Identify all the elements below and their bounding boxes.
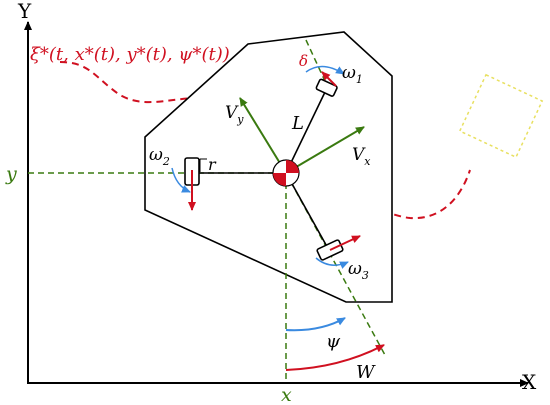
vy-label: Vy [225,103,244,126]
wheel3-speed-label: ω3 [348,259,369,282]
vx-arrow [285,126,365,174]
vy-arrow [239,97,287,174]
wheel2-speed-arc [171,167,191,193]
wheel1-speed-arc [305,65,345,75]
arm-wheel1 [285,89,327,174]
wheel-1 [315,78,338,97]
center-of-mass-icon [272,159,300,187]
w-angle-arc [285,344,385,371]
wheel3-speed-arc [315,257,349,269]
vx-label: Vx [352,145,371,168]
wheel1-speed-label: ω1 [342,63,363,86]
wheel3-drive-arrow [329,235,361,251]
heading-angle-arc [285,317,346,332]
ghost-robot-pose [458,73,544,159]
y-tick-label: y [5,163,17,185]
wheel-radius-label: r [208,155,217,174]
steer-angle-label: δ [299,52,308,70]
w-angle-label: W [356,362,376,383]
arm-length-label: L [291,113,304,134]
x-tick-label: x [281,384,292,405]
trajectory-label: ξ*(t, x*(t), y*(t), ψ*(t)) [30,44,230,65]
x-axis-label: X [522,370,537,394]
y-axis-label: Y [17,0,32,23]
robot-chassis [144,31,393,303]
wheel2-speed-label: ω2 [149,145,170,168]
wheel1-drive-arrow [321,71,337,87]
heading-angle-label: ψ [326,331,341,352]
arm-wheel3 [285,172,331,253]
